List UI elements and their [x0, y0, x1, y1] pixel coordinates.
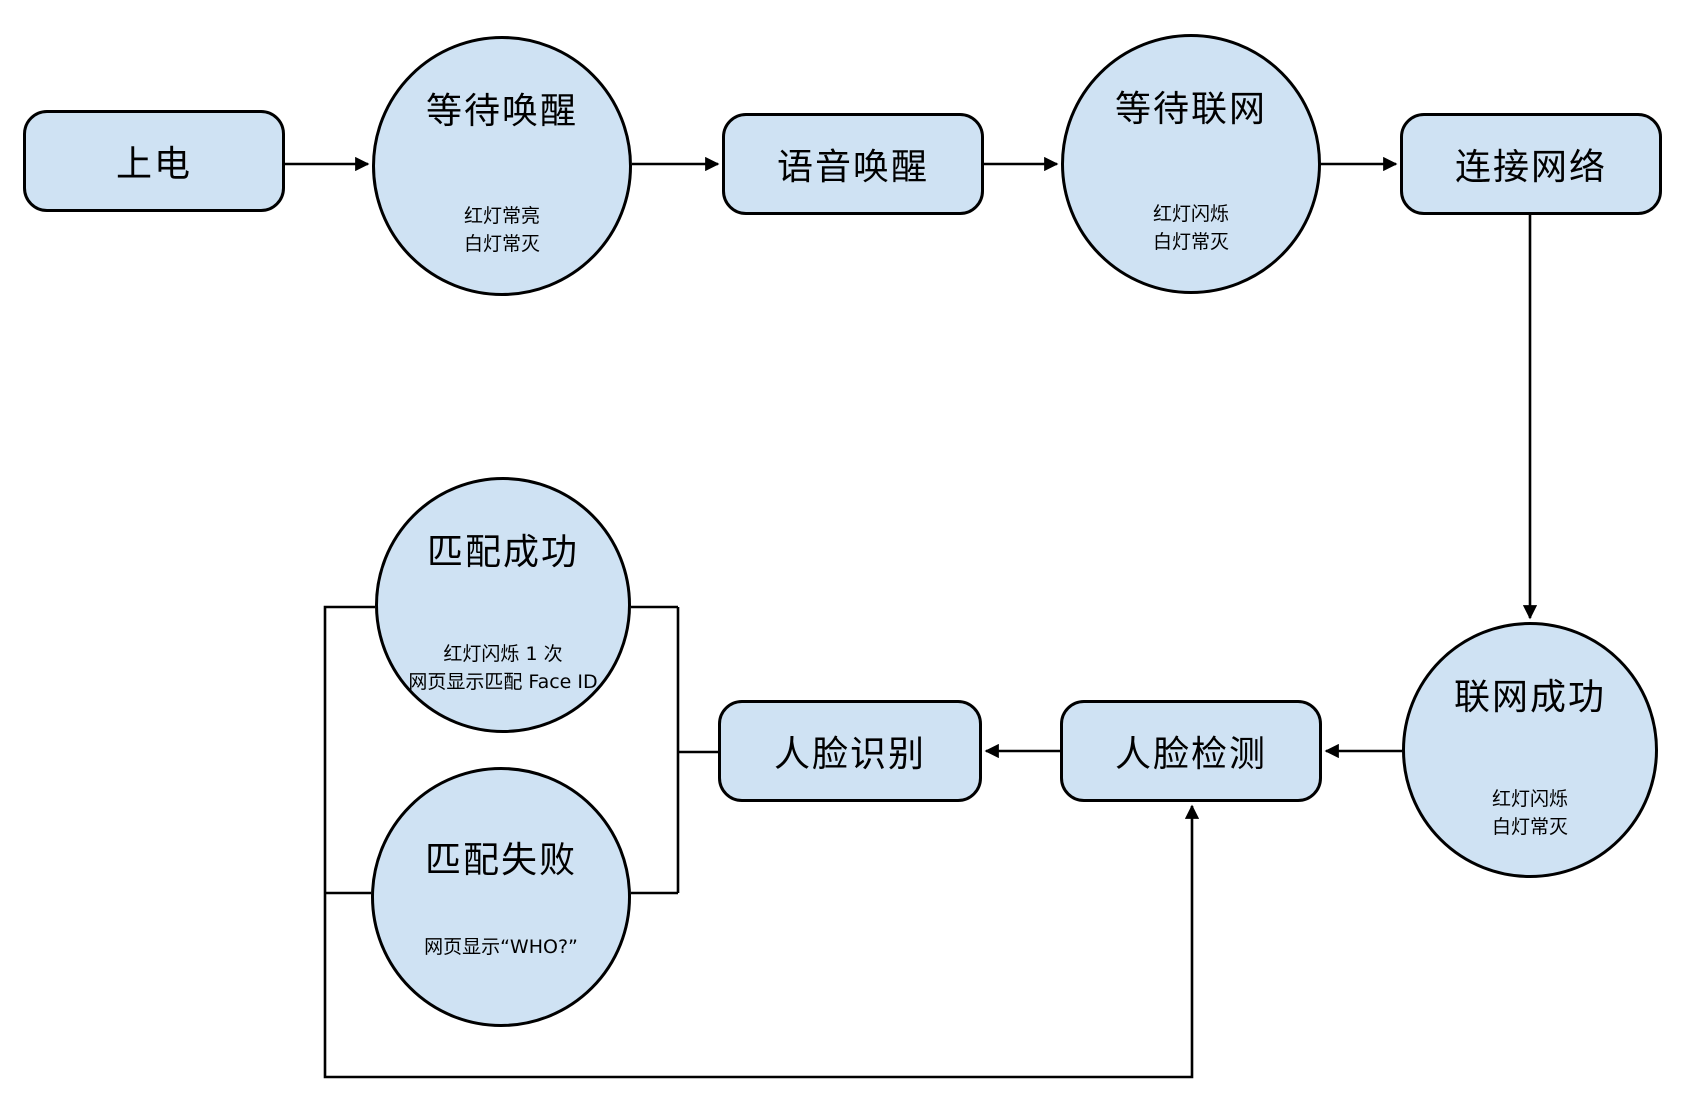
node-connect-network-label: 连接网络	[1454, 147, 1607, 188]
node-wait-wake-title: 等待唤醒	[425, 91, 578, 133]
subtext-line: 网页显示匹配 Face ID	[408, 671, 598, 693]
subtext-line: 红灯常亮	[463, 204, 540, 227]
node-network-success: 联网成功 红灯闪烁 白灯常灭	[1402, 622, 1658, 878]
subtext-line: 白灯常灭	[463, 232, 540, 255]
node-face-detect: 人脸检测	[1060, 700, 1322, 802]
node-match-fail-title: 匹配失败	[424, 839, 577, 881]
node-match-success: 匹配成功 红灯闪烁 1 次 网页显示匹配 Face ID	[375, 477, 631, 733]
node-power-on: 上电	[23, 110, 285, 212]
node-match-fail: 匹配失败 网页显示“WHO?”	[371, 767, 631, 1027]
node-wait-wake-subtext: 红灯常亮 白灯常灭	[375, 202, 629, 258]
node-voice-wake: 语音唤醒	[722, 113, 984, 215]
node-face-recognize-label: 人脸识别	[773, 734, 926, 775]
node-match-fail-subtext: 网页显示“WHO?”	[374, 933, 628, 961]
node-wait-network-title: 等待联网	[1114, 89, 1267, 131]
node-face-recognize: 人脸识别	[718, 700, 982, 802]
node-voice-wake-label: 语音唤醒	[776, 147, 929, 188]
edge-match-loop-back	[323, 605, 1200, 1079]
node-match-success-title: 匹配成功	[426, 531, 579, 573]
subtext-line: 白灯常灭	[1491, 816, 1568, 838]
node-face-detect-label: 人脸检测	[1114, 734, 1267, 775]
node-match-success-subtext: 红灯闪烁 1 次 网页显示匹配 Face ID	[378, 640, 628, 696]
subtext-line: 白灯常灭	[1152, 230, 1229, 253]
subtext-line: 红灯闪烁 1 次	[443, 643, 563, 665]
node-power-on-label: 上电	[115, 144, 192, 185]
node-network-success-title: 联网成功	[1453, 676, 1606, 718]
subtext-line: 红灯闪烁	[1152, 202, 1229, 225]
subtext-line: 网页显示“WHO?”	[424, 935, 578, 958]
node-wait-wake: 等待唤醒 红灯常亮 白灯常灭	[372, 36, 632, 296]
node-connect-network: 连接网络	[1400, 113, 1662, 215]
node-network-success-subtext: 红灯闪烁 白灯常灭	[1405, 785, 1655, 841]
edge-facerecognize-match-bracket	[631, 605, 718, 895]
subtext-line: 红灯闪烁	[1491, 788, 1568, 810]
node-wait-network-subtext: 红灯闪烁 白灯常灭	[1064, 200, 1318, 256]
node-wait-network: 等待联网 红灯闪烁 白灯常灭	[1061, 34, 1321, 294]
